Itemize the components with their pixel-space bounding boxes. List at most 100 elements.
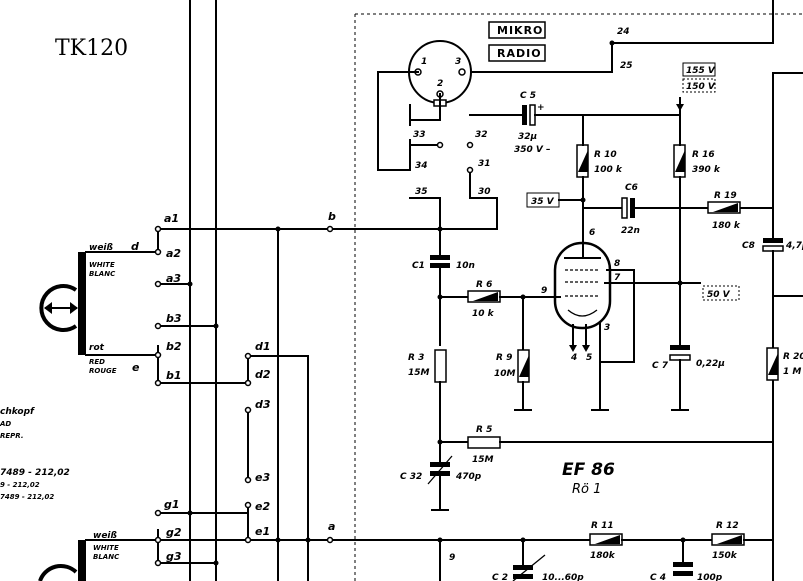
svg-text:a2: a2 <box>166 247 181 260</box>
capacitor-c5: + C 5 32µ 350 V – <box>469 91 681 155</box>
input-switch-contacts: 33 32 34 31 35 30 <box>377 71 498 230</box>
tape-head-bottom-icon: weiß WHITE BLANC <box>38 531 149 581</box>
svg-text:b3: b3 <box>166 312 182 325</box>
svg-text:7489 - 212,02: 7489 - 212,02 <box>0 468 70 478</box>
svg-text:34: 34 <box>415 161 428 171</box>
svg-text:150 V: 150 V <box>686 82 716 92</box>
svg-text:10...60p: 10...60p <box>542 573 584 581</box>
svg-text:+: + <box>537 103 545 113</box>
resistor-r5: R 5 15M <box>439 425 774 465</box>
svg-text:WHITE: WHITE <box>93 544 119 552</box>
tube-label: EF 86 Rö 1 <box>562 460 615 497</box>
top-right-wiring <box>469 0 803 231</box>
input-a-line: a 9 <box>157 520 686 581</box>
radio-label: RADIO <box>497 47 542 60</box>
svg-text:Rö 1: Rö 1 <box>572 482 601 497</box>
svg-text:155 V: 155 V <box>686 66 716 76</box>
svg-text:32µ: 32µ <box>518 132 538 142</box>
svg-text:C 2: C 2 <box>492 573 508 581</box>
svg-text:g3: g3 <box>166 550 182 563</box>
svg-text:9: 9 <box>541 286 547 296</box>
svg-text:e1: e1 <box>255 525 270 538</box>
svg-text:R 5: R 5 <box>476 425 492 435</box>
node-24-25-labels: 24 25 <box>609 27 633 71</box>
svg-text:R 12: R 12 <box>716 521 739 531</box>
svg-text:d1: d1 <box>255 340 271 353</box>
svg-text:C8: C8 <box>742 241 755 251</box>
capacitor-c1: C1 10n <box>412 197 475 346</box>
svg-text:R 11: R 11 <box>591 521 614 531</box>
svg-text:15M: 15M <box>408 368 430 378</box>
svg-text:4,7µ: 4,7µ <box>785 241 803 251</box>
svg-text:WHITE: WHITE <box>89 261 115 269</box>
svg-text:24: 24 <box>617 27 630 37</box>
svg-text:100p: 100p <box>697 573 723 581</box>
svg-text:2: 2 <box>437 79 443 89</box>
svg-text:R 10: R 10 <box>594 150 617 160</box>
svg-text:350 V –: 350 V – <box>514 145 551 155</box>
resistor-r3: R 3 15M <box>408 349 447 463</box>
svg-text:180 k: 180 k <box>712 221 741 231</box>
left-vertical-bus <box>189 0 309 581</box>
mikro-radio-labels: MIKRO RADIO <box>488 21 546 62</box>
svg-text:C 32: C 32 <box>400 472 422 482</box>
svg-text:g2: g2 <box>166 526 182 539</box>
svg-text:9 - 212,02: 9 - 212,02 <box>0 481 40 489</box>
resistor-r11: R 11 180k <box>589 521 713 561</box>
svg-text:g1: g1 <box>164 498 180 511</box>
svg-text:RED: RED <box>89 358 105 366</box>
chassis-border <box>354 13 803 581</box>
input-b-line: b <box>157 210 498 233</box>
svg-text:3: 3 <box>604 323 610 333</box>
svg-text:35 V: 35 V <box>531 197 555 207</box>
svg-text:b2: b2 <box>166 340 182 353</box>
capacitor-c4: C 4 100p <box>650 562 723 581</box>
svg-text:chkopf: chkopf <box>0 407 35 417</box>
svg-text:30: 30 <box>478 187 491 197</box>
resistor-r19: R 19 180 k <box>707 191 741 231</box>
tube-ef86-icon: 6 7 8 9 3 4 5 <box>541 228 621 363</box>
svg-text:d2: d2 <box>255 368 271 381</box>
svg-text:7: 7 <box>614 273 621 283</box>
svg-text:BLANC: BLANC <box>93 553 120 561</box>
svg-text:EF 86: EF 86 <box>562 460 615 480</box>
svg-text:0,22µ: 0,22µ <box>696 359 725 369</box>
svg-text:C1: C1 <box>412 261 425 271</box>
svg-text:32: 32 <box>475 130 488 140</box>
svg-text:10 k: 10 k <box>472 309 495 319</box>
svg-text:R 3: R 3 <box>408 353 424 363</box>
capacitor-c7: C 7 0,22µ <box>652 345 725 411</box>
capacitor-c2: C 2 10...60p <box>492 554 584 581</box>
svg-text:BLANC: BLANC <box>89 270 116 278</box>
svg-text:180k: 180k <box>590 551 616 561</box>
svg-text:35: 35 <box>415 187 428 197</box>
svg-text:REPR.: REPR. <box>0 432 23 440</box>
svg-text:a: a <box>328 520 335 533</box>
resistor-r10: R 10 100 k <box>576 139 623 244</box>
tape-head-icon: weiß WHITE BLANC rot RED ROUGE <box>39 243 149 375</box>
svg-text:10n: 10n <box>456 261 475 271</box>
svg-text:b1: b1 <box>166 369 182 382</box>
svg-text:33: 33 <box>413 130 426 140</box>
voltage-labels: 155 V 150 V 35 V 50 V <box>526 62 740 301</box>
resistor-r20: R 20 1 M <box>766 347 803 381</box>
svg-text:3: 3 <box>455 57 461 67</box>
svg-text:390 k: 390 k <box>692 165 721 175</box>
capacitor-c32: C 32 470p <box>400 455 482 511</box>
resistor-r16: R 16 390 k <box>673 139 721 346</box>
svg-text:d3: d3 <box>255 398 271 411</box>
svg-text:1 M: 1 M <box>783 367 801 377</box>
svg-text:25: 25 <box>620 61 633 71</box>
svg-text:a1: a1 <box>164 212 179 225</box>
svg-text:e2: e2 <box>255 500 270 513</box>
svg-text:C6: C6 <box>625 183 638 193</box>
resistor-r12: R 12 150k <box>711 521 774 561</box>
svg-text:15M: 15M <box>472 455 494 465</box>
svg-text:e: e <box>132 361 140 374</box>
capacitor-c8: C8 4,7µ <box>742 207 803 581</box>
svg-text:d: d <box>131 240 139 253</box>
svg-text:50 V: 50 V <box>707 290 731 300</box>
svg-text:150k: 150k <box>712 551 738 561</box>
svg-text:7489 - 212,02: 7489 - 212,02 <box>0 493 54 501</box>
